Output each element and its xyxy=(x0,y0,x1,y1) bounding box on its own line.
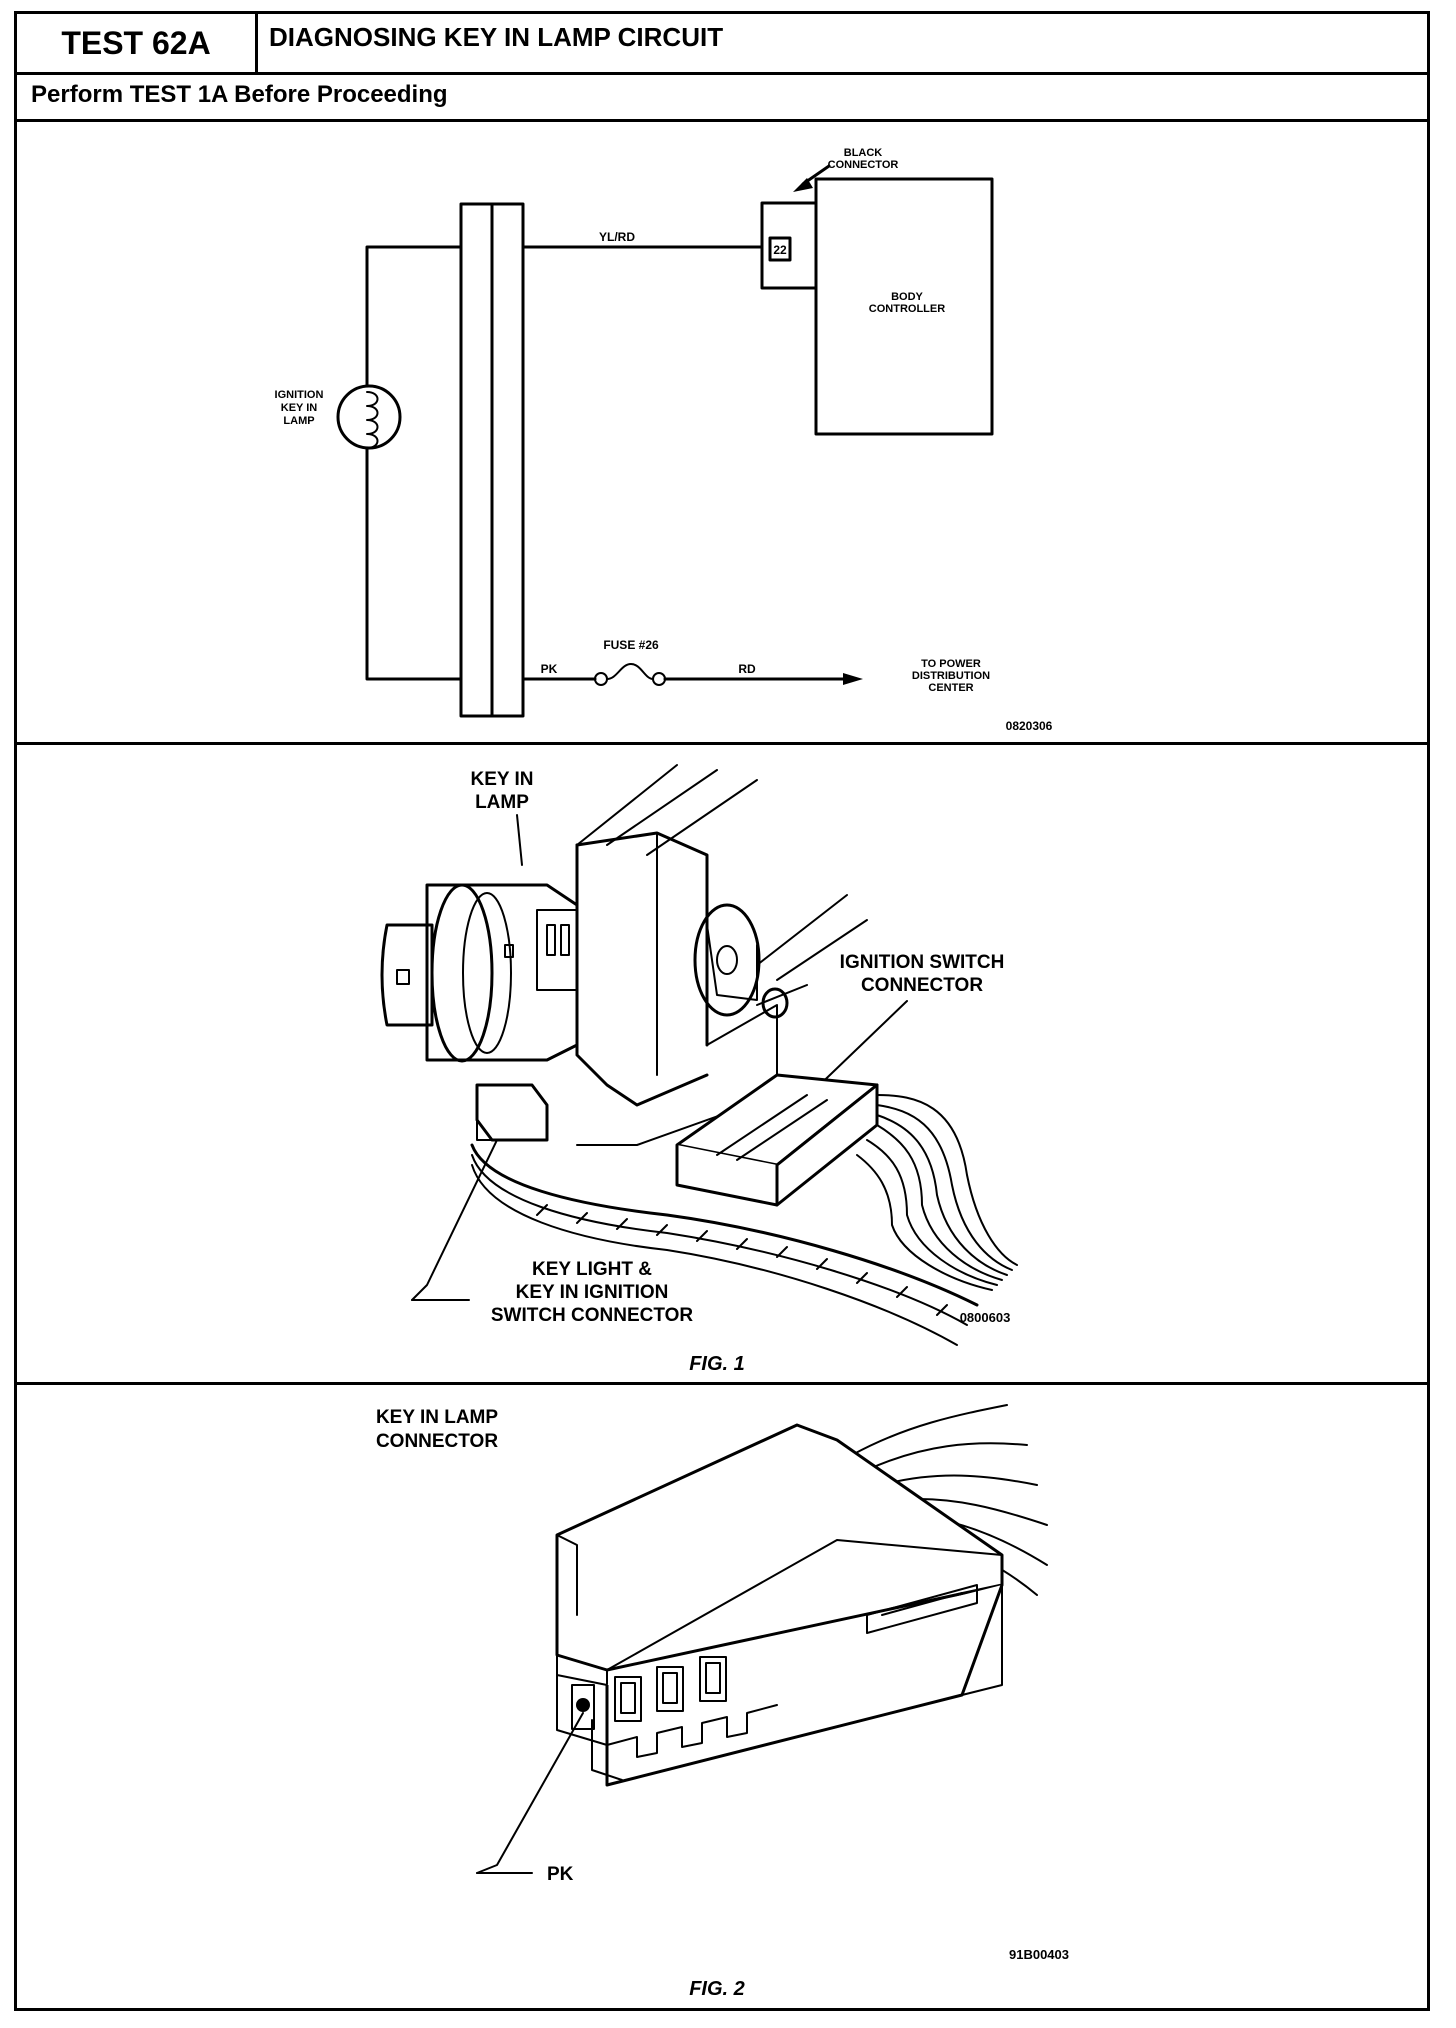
body-controller-label-1: BODY xyxy=(891,291,923,303)
pin-number: 22 xyxy=(773,243,787,257)
test-title: DIAGNOSING KEY IN LAMP CIRCUIT xyxy=(269,22,724,52)
wire-label-yl-rd: YL/RD xyxy=(599,230,635,244)
prerequisite-row: Perform TEST 1A Before Proceeding xyxy=(17,75,1427,122)
fig2-illustration: KEY IN LAMP CONNECTOR xyxy=(376,1404,1069,2000)
body-controller-box xyxy=(814,177,994,436)
lamp-label-3: LAMP xyxy=(283,415,314,427)
header-row: TEST 62A DIAGNOSING KEY IN LAMP CIRCUIT xyxy=(17,14,1427,75)
fig1-figure-code: 0800603 xyxy=(960,1310,1011,1325)
steering-column xyxy=(575,764,868,1146)
body-controller-label-2: CONTROLLER xyxy=(869,303,945,315)
fig1-key-light-label-1: KEY LIGHT & xyxy=(532,1259,652,1280)
lamp-label-1: IGNITION xyxy=(275,389,324,401)
ignition-switch-connector xyxy=(675,1073,1018,1291)
ground-terminal xyxy=(756,984,808,1019)
test-page-frame: TEST 62A DIAGNOSING KEY IN LAMP CIRCUIT … xyxy=(14,11,1430,2011)
wiring-schematic: IGNITION KEY IN LAMP YL/RD 22 BLACK CONN… xyxy=(275,147,1053,733)
fig1-key-in-lamp-label-2: LAMP xyxy=(475,792,529,813)
lamp-wire-bottom xyxy=(365,447,463,681)
lamp-label-2: KEY IN xyxy=(281,402,318,414)
fig1-key-light-leader xyxy=(411,1139,498,1301)
fig2-pk-leader xyxy=(476,1712,584,1874)
schematic-panel: IGNITION KEY IN LAMP YL/RD 22 BLACK CONN… xyxy=(17,122,1427,745)
power-label-1: TO POWER xyxy=(921,658,981,670)
fig1-key-light-label-2: KEY IN IGNITION xyxy=(516,1282,669,1303)
lamp-icon xyxy=(336,384,402,450)
fig2-connector-label-1: KEY IN LAMP xyxy=(376,1407,498,1428)
power-arrow xyxy=(843,673,863,685)
fig1-key-in-lamp-leader xyxy=(516,814,523,866)
fig2-panel: KEY IN LAMP CONNECTOR xyxy=(17,1385,1427,2008)
pk-terminal xyxy=(576,1698,590,1712)
fig1-illustration: KEY IN LAMP xyxy=(380,764,1018,1375)
fig2-pk-label: PK xyxy=(547,1864,574,1885)
lamp-wire-top xyxy=(365,245,463,388)
fig2-caption: FIG. 2 xyxy=(689,1978,745,2000)
wire-label-pk: PK xyxy=(541,662,558,676)
fuse-label: FUSE #26 xyxy=(603,638,659,652)
connector-label-2: CONNECTOR xyxy=(828,159,899,171)
fig1-panel: KEY IN LAMP xyxy=(17,745,1427,1385)
connector-arrow xyxy=(793,164,831,192)
fig1-key-in-lamp-label-1: KEY IN xyxy=(470,769,533,790)
fig1-caption: FIG. 1 xyxy=(689,1353,745,1375)
fig1-key-light-label-3: SWITCH CONNECTOR xyxy=(491,1305,694,1326)
key-in-lamp-connector xyxy=(555,1423,1004,1787)
connector-label-1: BLACK xyxy=(844,147,883,159)
fig2-figure-code: 91B00403 xyxy=(1009,1947,1069,1962)
test-id: TEST 62A xyxy=(17,14,258,72)
key-cylinder xyxy=(380,883,579,1063)
fig2-connector-label-2: CONNECTOR xyxy=(376,1431,498,1452)
fig1-ign-switch-label-1: IGNITION SWITCH xyxy=(840,952,1005,973)
prerequisite-text: Perform TEST 1A Before Proceeding xyxy=(31,81,448,108)
schematic-figure-code: 0820306 xyxy=(1006,719,1053,733)
power-label-3: CENTER xyxy=(928,682,973,694)
pin-22-box xyxy=(768,236,792,262)
power-label-2: DISTRIBUTION xyxy=(912,670,990,682)
key-light-connector xyxy=(470,1083,979,1346)
wire-label-rd: RD xyxy=(738,662,756,676)
fig1-ign-switch-label-2: CONNECTOR xyxy=(861,975,983,996)
fuse-symbol xyxy=(594,663,666,686)
